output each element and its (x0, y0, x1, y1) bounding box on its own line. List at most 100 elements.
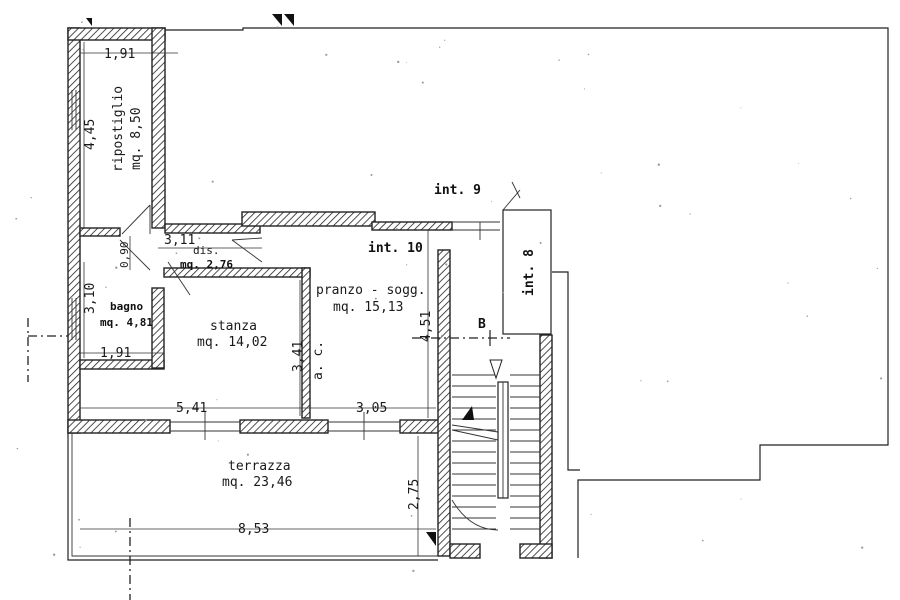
scan-speck (666, 380, 669, 383)
doors (119, 204, 499, 441)
room-area-stanza: mq. 14,02 (197, 335, 267, 350)
scan-speck (129, 105, 131, 106)
dim-dis-width: 0,90 (118, 242, 131, 269)
scan-speck (689, 213, 691, 215)
stair-arrow-icon (489, 359, 503, 380)
scan-speck (81, 21, 83, 24)
walls (67, 27, 553, 559)
room-name-pranzo: pranzo - sogg. (316, 283, 426, 298)
scan-speck (445, 263, 448, 266)
dim-pranzo-width: 3,05 (356, 401, 387, 416)
scan-speck (114, 530, 117, 533)
room-name-dis: dis. (193, 244, 220, 257)
label-int-8: int. 8 (522, 249, 537, 296)
dim-stanza-height: 3,41 (291, 341, 306, 372)
triangle-marker-icon (426, 532, 436, 546)
scan-speck (600, 172, 602, 174)
scan-speck (490, 201, 492, 203)
scan-speck (410, 515, 413, 517)
scan-speck (657, 163, 660, 166)
scan-speck (105, 286, 107, 289)
scan-speck (78, 518, 80, 521)
label-int-9: int. 9 (434, 183, 481, 198)
scan-noise (15, 21, 883, 573)
dim-bagno-width: 1,91 (100, 346, 131, 361)
room-name-ripostiglio: ripostiglio (111, 86, 126, 172)
scan-speck (701, 539, 704, 542)
staircase (451, 374, 540, 531)
scan-speck (740, 498, 742, 500)
dim-pranzo-height: 4,51 (419, 311, 434, 342)
scan-speck (395, 227, 398, 230)
scan-speck (276, 26, 279, 28)
scan-speck (876, 267, 878, 270)
room-area-dis: mq. 2,76 (180, 258, 233, 271)
scan-speck (880, 377, 883, 380)
room-name-bagno: bagno (110, 300, 143, 313)
triangle-marker-icon (462, 406, 474, 420)
scan-speck (374, 297, 377, 300)
scan-speck (441, 334, 443, 336)
scan-speck (144, 419, 147, 422)
int8-block (502, 181, 580, 471)
scan-speck (583, 88, 586, 90)
scan-speck (798, 162, 800, 164)
room-name-stanza: stanza (210, 319, 257, 334)
scan-speck (444, 39, 446, 41)
scan-speck (397, 60, 400, 64)
scan-speck (325, 53, 328, 56)
north-marker-icon (86, 14, 294, 26)
scan-speck (659, 204, 662, 208)
section-line-b (412, 330, 510, 346)
scan-speck (216, 399, 218, 401)
stair-rail (497, 381, 509, 499)
dim-terrazza-height: 2,75 (407, 479, 422, 510)
scan-speck (590, 513, 592, 515)
scan-speck (587, 53, 590, 56)
label-int-10: int. 10 (368, 241, 423, 256)
dim-bagno-height: 3,10 (83, 283, 98, 314)
scan-speck (82, 49, 84, 51)
scan-speck (15, 217, 18, 220)
scan-speck (52, 553, 56, 556)
scan-speck (640, 380, 642, 382)
scan-speck (30, 197, 32, 199)
scan-speck (405, 264, 408, 266)
scan-speck (421, 81, 424, 84)
room-area-ripostiglio: mq. 8,50 (129, 107, 144, 170)
scan-speck (223, 266, 226, 268)
scan-speck (198, 237, 201, 240)
cut-lines (27, 318, 131, 600)
dim-rip-width: 1,91 (104, 47, 135, 62)
scan-speck (439, 46, 441, 48)
scan-speck (806, 315, 809, 318)
room-name-terrazza: terrazza (228, 459, 291, 474)
scan-speck (412, 569, 415, 573)
room-area-bagno: mq. 4,81 (100, 316, 153, 329)
scan-speck (502, 292, 504, 294)
scan-speck (539, 241, 542, 245)
scan-speck (371, 403, 374, 406)
scan-speck (211, 180, 214, 183)
scan-speck (849, 197, 852, 200)
dim-stanza-width: 5,41 (176, 401, 207, 416)
dimension-lines (80, 42, 481, 556)
terrazza-outline (67, 433, 438, 561)
scan-speck (16, 447, 19, 450)
scan-speck (405, 61, 407, 63)
stair-landing (451, 499, 499, 531)
scan-speck (175, 252, 178, 255)
scan-speck (115, 266, 118, 269)
scan-speck (740, 107, 742, 109)
scan-speck (370, 173, 373, 177)
label-ac: a. c. (311, 341, 326, 380)
scan-speck (217, 440, 219, 442)
room-area-pranzo: mq. 15,13 (333, 300, 403, 315)
scan-speck (787, 282, 789, 284)
room-area-terrazza: mq. 23,46 (222, 475, 292, 490)
scan-speck (861, 546, 864, 549)
label-section-b: B (478, 317, 486, 332)
scan-speck (246, 453, 249, 456)
dim-rip-height: 4,45 (83, 119, 98, 150)
